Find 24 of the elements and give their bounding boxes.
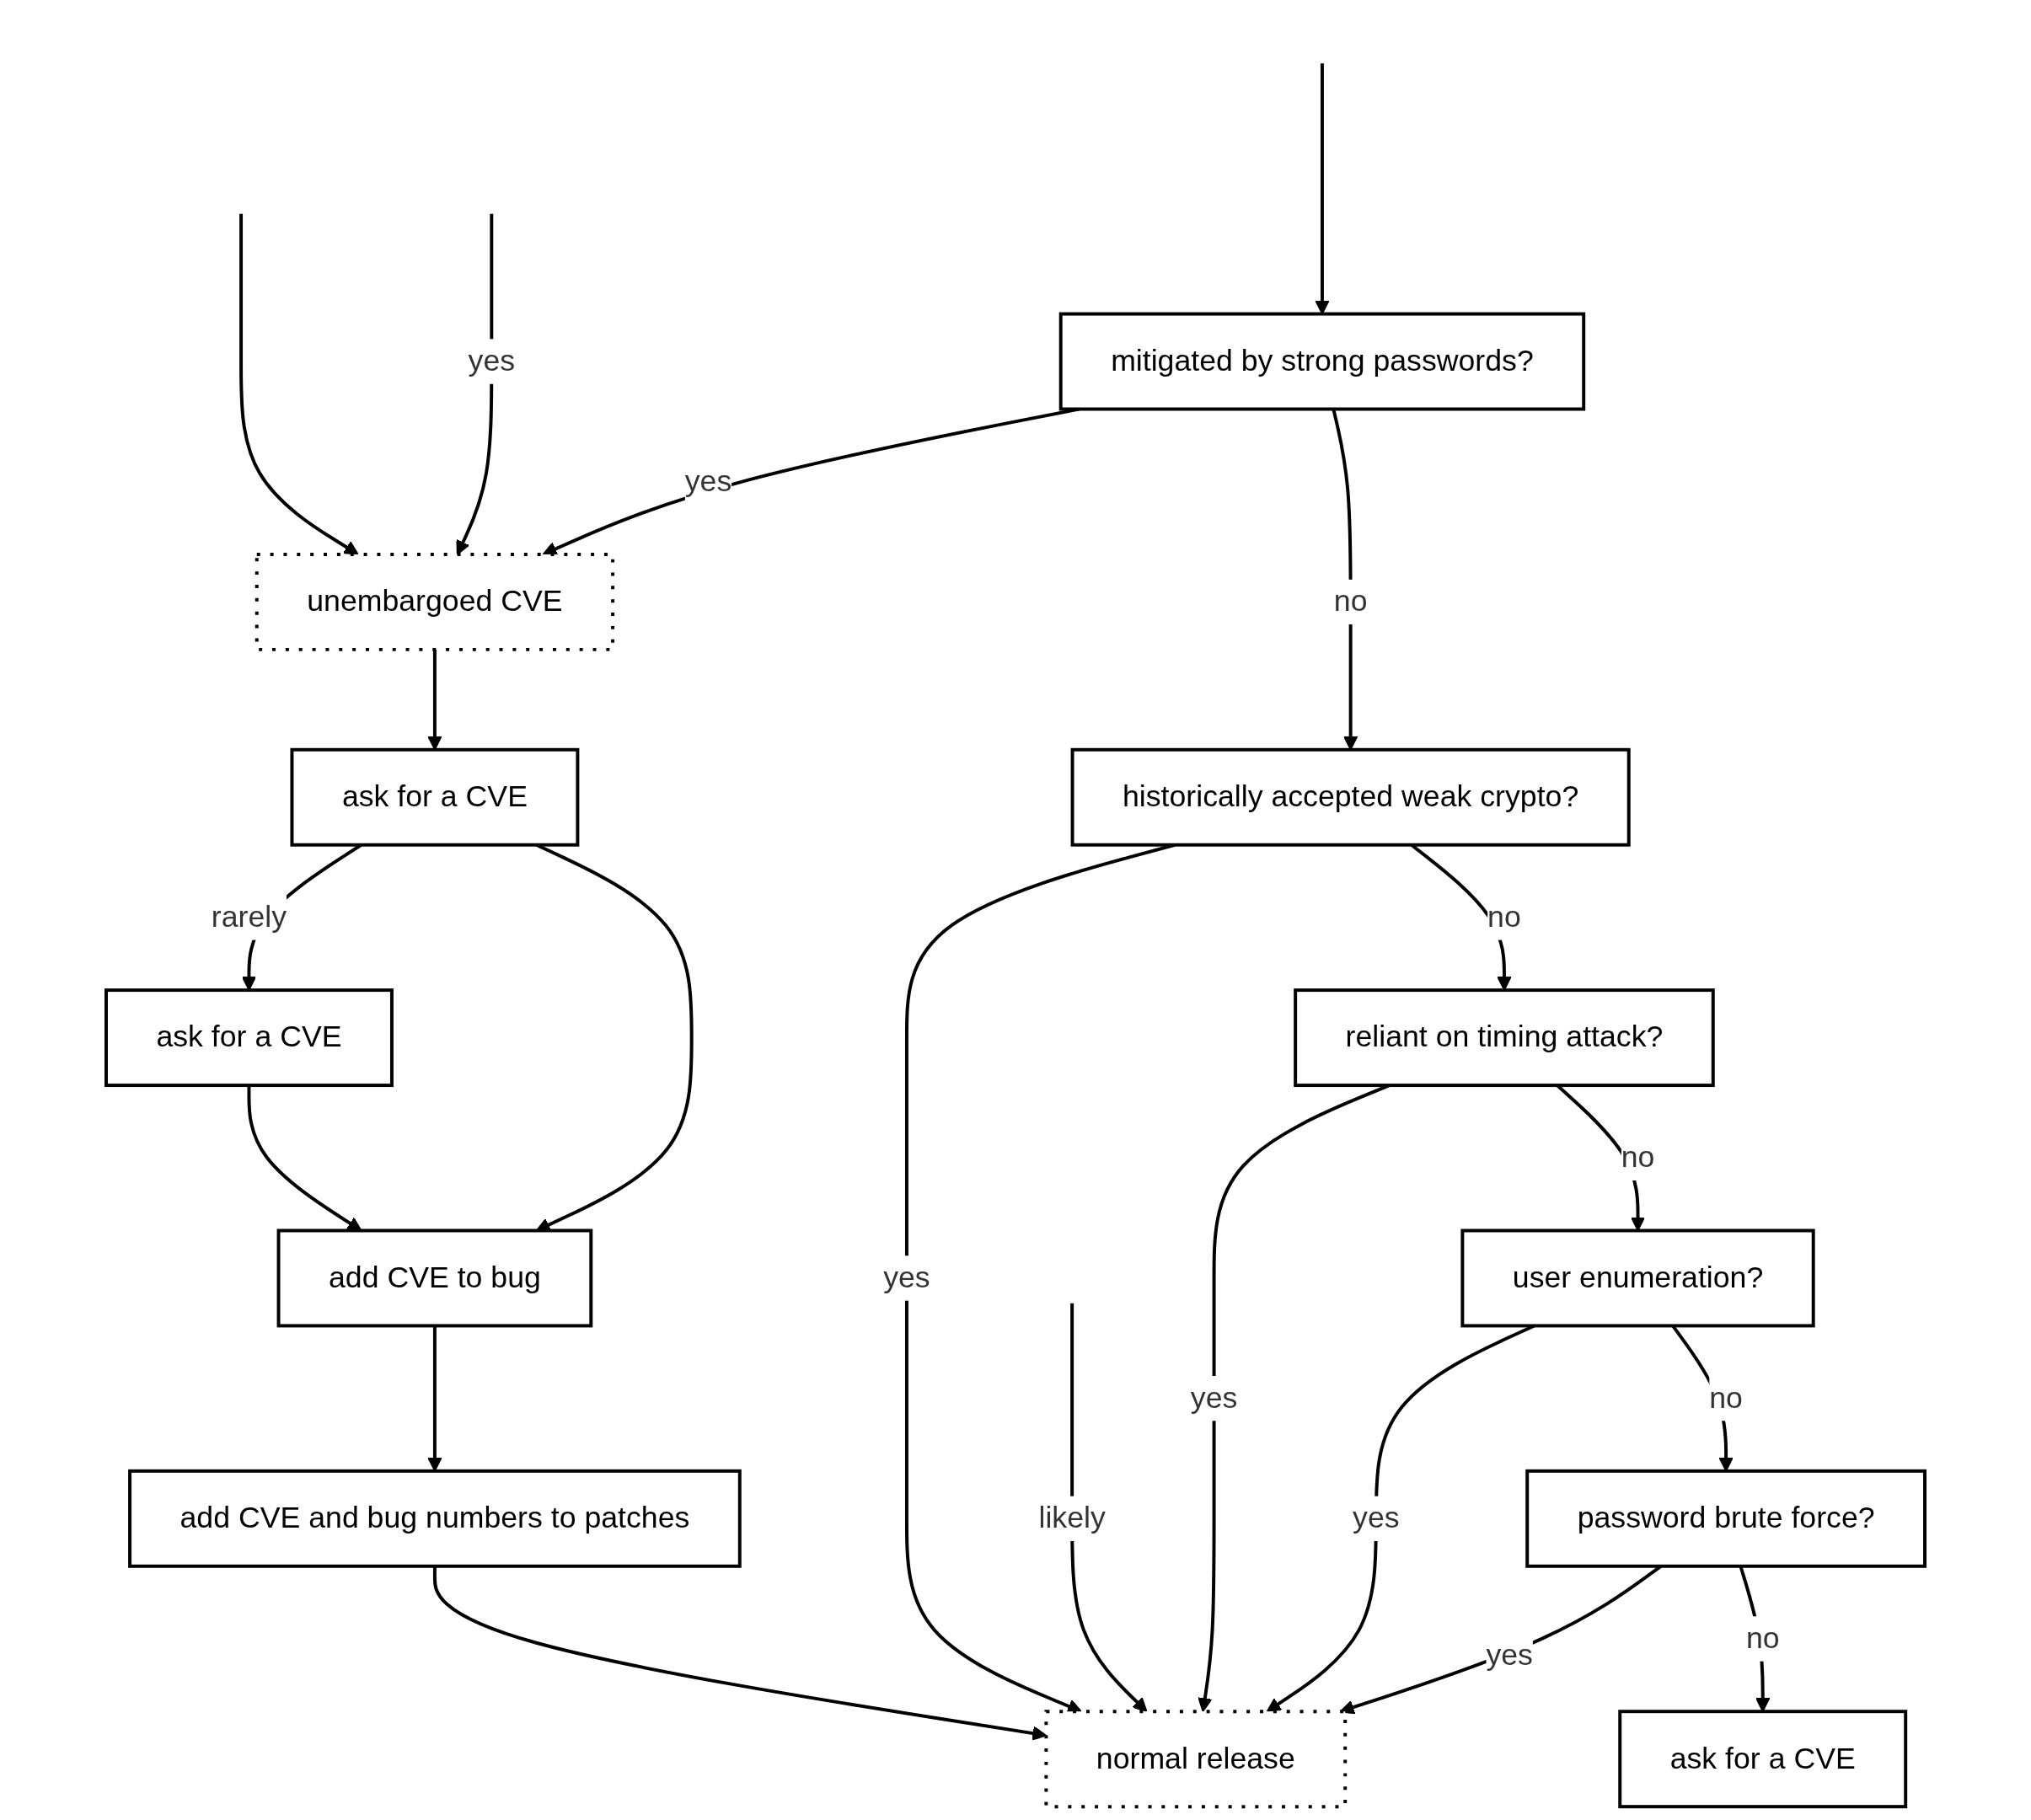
- edge-label: no: [1333, 584, 1368, 618]
- node-box: ask for a CVE: [104, 988, 394, 1088]
- edge-label: no: [1487, 900, 1521, 934]
- edge-label: rarely: [211, 900, 287, 934]
- node-box: historically accepted weak crypto?: [1070, 747, 1631, 847]
- node-box: ask for a CVE: [290, 747, 580, 847]
- edge-label: yes: [1353, 1501, 1400, 1535]
- node-box: mitigated by strong passwords?: [1058, 312, 1586, 411]
- edge-label: yes: [1486, 1638, 1533, 1673]
- node-box: password brute force?: [1525, 1469, 1927, 1568]
- edge-label: no: [1709, 1380, 1743, 1415]
- edge-label: yes: [883, 1261, 930, 1294]
- node-box: add CVE and bug numbers to patches: [128, 1469, 742, 1568]
- edge-label: likely: [1038, 1501, 1106, 1535]
- node-box: add CVE to bug: [276, 1228, 593, 1328]
- node-box: user enumeration?: [1460, 1228, 1815, 1328]
- edge-label: yes: [468, 344, 516, 377]
- arrow: [1070, 1303, 1148, 1712]
- node-box: reliant on timing attack?: [1294, 988, 1715, 1088]
- edge-label: no: [1745, 1621, 1780, 1655]
- edge-label: no: [1621, 1140, 1655, 1175]
- edge-label: yes: [1190, 1380, 1238, 1415]
- node-box: ask for a CVE: [1618, 1710, 1908, 1809]
- edge-label: yes: [684, 463, 732, 498]
